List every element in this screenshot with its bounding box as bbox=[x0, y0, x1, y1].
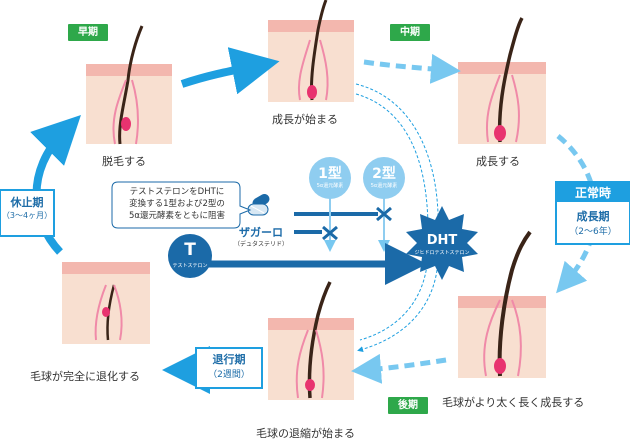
skin-panel-full-regression bbox=[62, 262, 150, 344]
skin-panel-thick-growth bbox=[458, 230, 546, 378]
regress-phase-text: 退行期 （2週間） bbox=[196, 351, 262, 380]
regress-phase-duration: （2週間） bbox=[208, 370, 250, 380]
stage-label-growth: 成長する bbox=[476, 155, 520, 168]
drug-name: ザガーロ bbox=[239, 226, 283, 239]
skin-panel-growth bbox=[458, 17, 546, 144]
dht-symbol: DHT bbox=[426, 233, 458, 248]
regress-phase-name: 退行期 bbox=[212, 353, 246, 366]
arc-dht-upper-outer bbox=[355, 83, 439, 231]
testosterone-name: テストステロン bbox=[172, 263, 208, 269]
tag-early: 早期 bbox=[68, 24, 108, 41]
skin-panel-regression-start bbox=[268, 281, 354, 400]
arrow-thick-to-regression bbox=[351, 353, 447, 384]
enzyme1-circle bbox=[309, 157, 351, 199]
arrow-hair-loss-to-growth-start bbox=[180, 47, 280, 95]
enzyme2-circle bbox=[363, 157, 405, 199]
block-x-enzyme2 bbox=[376, 206, 392, 222]
arc-dht-lower-inner bbox=[359, 249, 429, 341]
rest-phase-duration: （3～4ヶ月） bbox=[1, 211, 53, 220]
drug-description-line-3: 5α還元酵素をともに阻害 bbox=[128, 211, 225, 221]
tag-middle: 中期 bbox=[390, 24, 430, 41]
stage-label-regression-start: 毛球の退縮が始まる bbox=[256, 427, 355, 440]
drug-description-line-1: テストステロンをDHTに bbox=[129, 187, 225, 197]
dht-name: ジヒドロテストステロン bbox=[414, 250, 470, 256]
testosterone-symbol: T bbox=[184, 240, 196, 260]
normal-phase-header bbox=[556, 182, 630, 202]
capsule-icon bbox=[247, 194, 270, 216]
enzyme2-label: 2型 bbox=[372, 166, 396, 182]
skin-panel-growth-start bbox=[268, 0, 354, 102]
normal-phase-title: 正常時 bbox=[574, 186, 611, 200]
rest-phase-box bbox=[0, 189, 55, 237]
normal-phase-text: 成長期 （2～6年） bbox=[556, 208, 630, 237]
testosterone-circle bbox=[168, 234, 212, 278]
skin-panel-hair-loss bbox=[86, 25, 172, 145]
rest-phase-name: 休止期 bbox=[10, 196, 44, 209]
enzyme1-label: 1型 bbox=[318, 166, 342, 182]
drug-speech-bubble bbox=[111, 181, 252, 229]
drug-description-line-2: 変換する1型および2型の bbox=[129, 199, 225, 209]
arrow-growth-to-thick bbox=[556, 134, 598, 294]
normal-phase-name: 成長期 bbox=[576, 210, 610, 223]
rest-phase-text: 休止期 （3～4ヶ月） bbox=[0, 194, 54, 221]
enzyme1-sub: 5α還元酵素 bbox=[316, 183, 344, 189]
stage-label-thick-growth: 毛球がより太く長く成長する bbox=[442, 396, 585, 409]
regress-phase-box bbox=[195, 347, 263, 389]
drug-description: テストステロンをDHTに 変換する1型および2型の 5α還元酵素をともに阻害 bbox=[116, 186, 238, 222]
stage-label-full-regression: 毛球が完全に退化する bbox=[30, 370, 140, 383]
stage-label-hair-loss: 脱毛する bbox=[102, 155, 146, 168]
drug-generic-name: （デュタステリド） bbox=[233, 241, 288, 248]
dht-burst bbox=[406, 206, 478, 280]
enzyme2-sub: 5α還元酵素 bbox=[370, 183, 398, 189]
arrow-growth-start-to-growth bbox=[363, 53, 461, 84]
block-x-enzyme1 bbox=[322, 225, 338, 241]
stage-label-growth-start: 成長が始まる bbox=[272, 113, 338, 126]
tag-late: 後期 bbox=[388, 397, 428, 414]
normal-phase-duration: （2～6年） bbox=[569, 227, 617, 237]
